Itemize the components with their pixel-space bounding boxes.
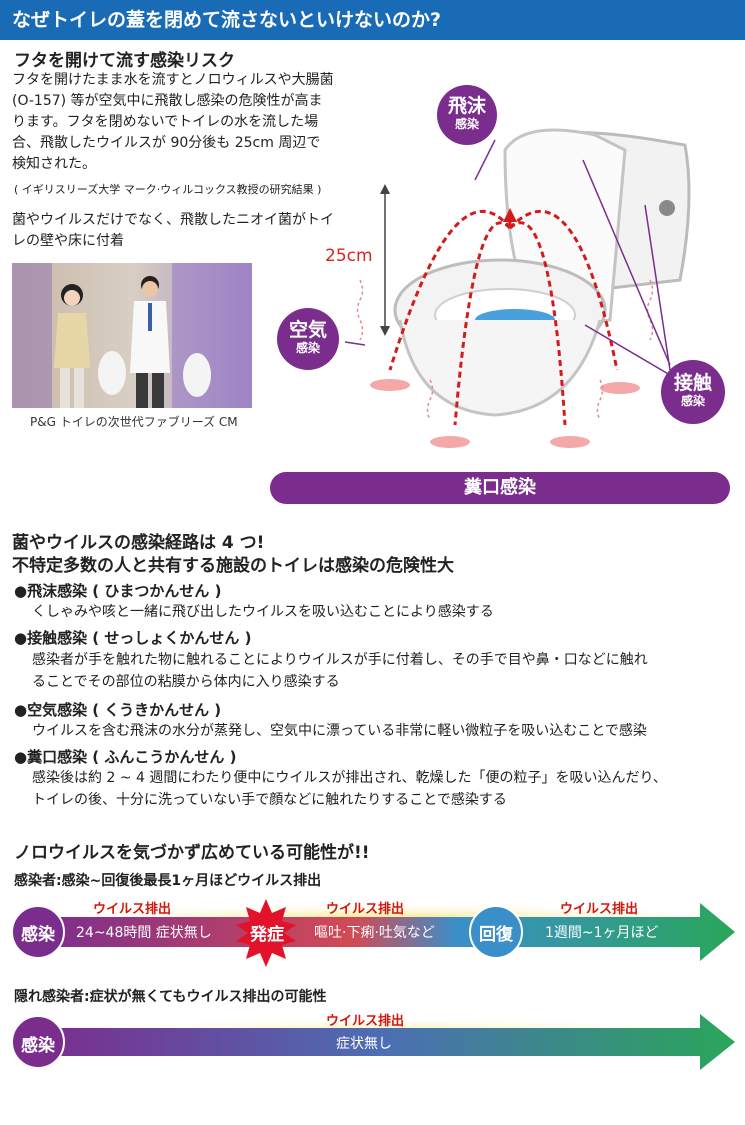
route-head-droplet: ●飛沫感染 ( ひまつかんせん )	[14, 582, 222, 600]
route-line: 感染者が手を触れた物に触れることによりウイルスが手に付着し、その手で目や鼻・口な…	[32, 652, 648, 668]
cm-photo	[12, 263, 252, 408]
fecal-infection-bar: 糞口感染	[270, 472, 730, 504]
noro-title: ノロウイルスを気づかず広めている可能性が!!	[14, 843, 370, 863]
routes-subtitle: 不特定多数の人と共有する施設のトイレは感染の危険性大	[12, 556, 454, 576]
route-head-air: ●空気感染 ( くうきかんせん )	[14, 701, 222, 719]
risk-line: 合、飛散したウイルスが 90分後も 25cm 周辺で	[12, 135, 321, 151]
risk-line: 検知された。	[12, 156, 96, 172]
recovery-label: 回復	[479, 925, 513, 945]
route-text-contact: 感染者が手を触れた物に触れることによりウイルスが手に付着し、その手で目や鼻・口な…	[32, 649, 732, 693]
route-head-contact: ●接触感染 ( せっしょくかんせん )	[14, 629, 252, 647]
infected-start-label: 感染	[21, 925, 55, 945]
badge-label: 接触	[673, 372, 712, 394]
toilet-illustration	[344, 128, 691, 448]
hidden-timeline-label: 隠れ感染者:症状が無くてもウイルス排出の可能性	[14, 989, 327, 1005]
droplet-infection-badge: 飛沫 感染	[437, 85, 497, 145]
infected-timeline-arrow	[11, 890, 735, 967]
risk-line: フタを開けたまま水を流すとノロウィルスや大腸菌	[12, 72, 334, 88]
route-text-droplet: くしゃみや咳と一緒に飛び出したウイルスを吸い込むことにより感染する	[32, 601, 732, 623]
route-line: ることでその部位の粘膜から体内に入り感染する	[32, 674, 340, 690]
air-infection-badge: 空気 感染	[277, 308, 339, 370]
page-header: なぜトイレの蓋を閉めて流さないといけないのか?	[0, 0, 745, 40]
hidden-segment: 症状無し	[336, 1036, 392, 1052]
cm-caption: P&G トイレの次世代ファブリーズ CM	[30, 415, 238, 429]
timeline-segment-2: 嘔吐·下痢·吐気など	[314, 925, 435, 941]
contact-infection-badge: 接触 感染	[661, 360, 725, 424]
hidden-start-label: 感染	[21, 1036, 55, 1056]
risk-text-2: 菌やウイルスだけでなく、飛散したニオイ菌がトイ レの壁や床に付着	[12, 210, 334, 252]
hidden-virus-shed-label: ウイルス排出	[326, 1014, 405, 1029]
risk-title: フタを開けて流す感染リスク	[14, 51, 235, 71]
risk-line: (O-157) 等が空気中に飛散し感染の危険性が高ま	[12, 93, 323, 109]
route-line: くしゃみや咳と一緒に飛び出したウイルスを吸い込むことにより感染する	[32, 604, 494, 620]
virus-shed-label-3: ウイルス排出	[560, 902, 639, 917]
risk-text: フタを開けたまま水を流すとノロウィルスや大腸菌 (O-157) 等が空気中に飛散…	[12, 70, 334, 175]
distance-label: 25cm	[325, 246, 373, 266]
infected-timeline-label: 感染者:感染~回復後最長1ヶ月ほどウイルス排出	[14, 873, 322, 889]
route-line: トイレの後、十分に洗っていない手で顔などに触れたりすることで感染する	[32, 792, 507, 808]
routes-title: 菌やウイルスの感染経路は 4 つ!	[12, 533, 265, 553]
cm-photo-illustration	[12, 263, 252, 408]
badge-sublabel: 感染	[454, 117, 479, 131]
risk-line: レの壁や床に付着	[12, 233, 124, 249]
route-text-fecal: 感染後は約 2 ~ 4 週間にわたり便中にウイルスが排出され、乾燥した「便の粒子…	[32, 767, 732, 811]
badge-label: 空気	[288, 319, 327, 341]
route-head-fecal: ●糞口感染 ( ふんこうかんせん )	[14, 748, 237, 766]
badge-sublabel: 感染	[295, 341, 320, 355]
risk-source: ( イギリスリーズ大学 マーク·ウィルコックス教授の研究結果 )	[14, 183, 322, 196]
virus-shed-label-1: ウイルス排出	[93, 902, 172, 917]
badge-label: 飛沫	[447, 95, 486, 117]
virus-shed-label-2: ウイルス排出	[326, 902, 405, 917]
timeline-segment-3: 1週間~1ヶ月ほど	[545, 925, 659, 941]
onset-label: 発症	[250, 925, 284, 945]
badge-sublabel: 感染	[680, 394, 705, 408]
risk-line: 菌やウイルスだけでなく、飛散したニオイ菌がトイ	[12, 212, 334, 228]
route-text-air: ウイルスを含む飛沫の水分が蒸発し、空気中に漂っている非常に軽い微粒子を吸い込むこ…	[32, 720, 732, 742]
timeline-segment-1: 24~48時間 症状無し	[76, 925, 212, 941]
route-line: 感染後は約 2 ~ 4 週間にわたり便中にウイルスが排出され、乾燥した「便の粒子…	[32, 770, 667, 786]
hidden-timeline-arrow	[11, 1005, 735, 1070]
toilet-diagram: 飛沫 感染 空気 感染 接触 感染	[265, 80, 745, 470]
route-line: ウイルスを含む飛沫の水分が蒸発し、空気中に漂っている非常に軽い微粒子を吸い込むこ…	[32, 723, 647, 739]
risk-line: ります。フタを閉めないでトイレの水を流した場	[12, 114, 319, 130]
